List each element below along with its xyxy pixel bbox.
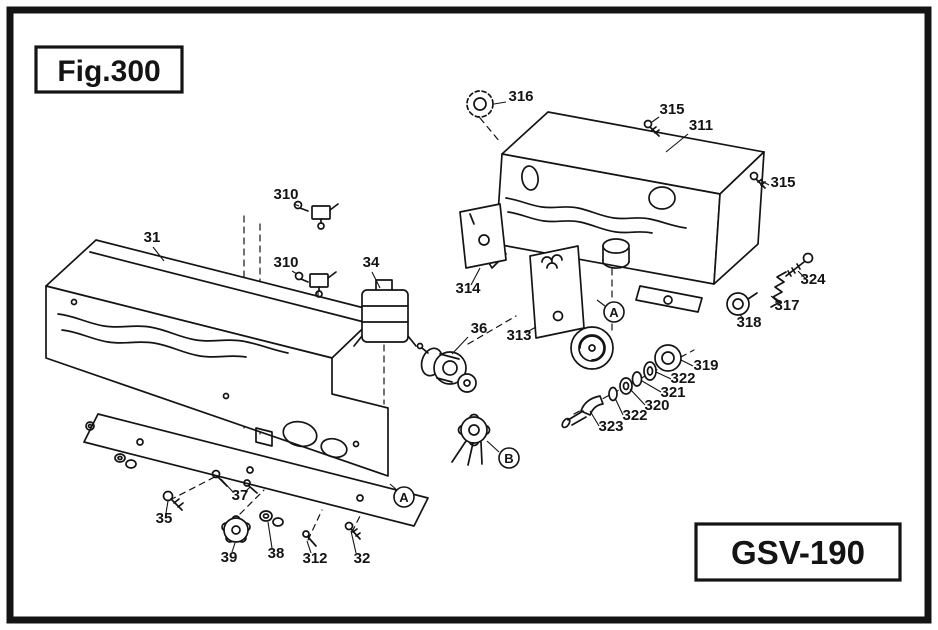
part-323-elbow (561, 395, 604, 429)
model-number-box: GSV-190 (694, 522, 902, 582)
label-320: 320 (644, 397, 669, 414)
part-fuel-valve (451, 413, 491, 466)
part-310-switch-lower (294, 271, 337, 298)
part-lower-bracket (83, 413, 429, 527)
part-314-plate (459, 203, 507, 269)
label-312: 312 (302, 550, 327, 567)
page-border (6, 6, 932, 624)
label-322-lower: 322 (622, 407, 647, 424)
label-321: 321 (660, 384, 685, 401)
part-35-screw (162, 490, 184, 511)
part-316-grommet (466, 90, 494, 118)
label-39: 39 (221, 549, 238, 566)
model-number: GSV-190 (731, 534, 865, 571)
callout-a-panel: A (393, 486, 415, 508)
part-36-carburetor (416, 342, 477, 393)
label-37: 37 (232, 487, 249, 504)
part-pulley (570, 326, 614, 370)
label-32: 32 (354, 550, 371, 567)
label-311: 311 (689, 117, 713, 134)
part-319-cap (654, 344, 682, 372)
label-38: 38 (268, 545, 285, 562)
part-left-hardware (85, 421, 137, 469)
callout-a-tank-label: A (609, 305, 619, 320)
label-322-upper: 322 (670, 370, 695, 387)
part-324-screw (785, 252, 814, 277)
part-311-fuel-tank (485, 111, 765, 313)
part-34-coil (353, 279, 417, 347)
label-315-right: 315 (770, 174, 795, 191)
callout-b-valve: B (498, 447, 520, 469)
label-318: 318 (736, 314, 761, 331)
part-39-cap (221, 515, 251, 543)
part-32-screw (344, 521, 361, 540)
label-35: 35 (156, 510, 173, 527)
part-315-bolt-top (643, 119, 660, 137)
label-31: 31 (144, 229, 161, 246)
part-312-screw (302, 530, 317, 547)
part-310-switch-upper (293, 200, 339, 230)
label-310-upper: 310 (273, 186, 298, 203)
callout-b-valve-label: B (504, 451, 513, 466)
label-313: 313 (506, 327, 531, 344)
label-34: 34 (363, 254, 380, 271)
part-washer-set (608, 361, 657, 402)
label-317: 317 (774, 297, 799, 314)
callout-a-panel-label: A (399, 490, 409, 505)
label-319: 319 (693, 357, 718, 374)
label-310-lower: 310 (273, 254, 298, 271)
label-314: 314 (455, 280, 481, 297)
label-315-top: 315 (659, 101, 684, 118)
label-36: 36 (471, 320, 488, 337)
figure-title-box: Fig.300 (34, 45, 184, 94)
view-callouts: A A B (393, 301, 625, 508)
part-labels: 31 310 310 34 36 316 315 311 315 314 313… (144, 88, 827, 567)
label-316: 316 (508, 88, 533, 105)
callout-a-tank: A (603, 301, 625, 323)
part-31-panel (45, 239, 389, 477)
part-318-knob (726, 292, 758, 316)
part-38-washers (259, 510, 284, 527)
label-323: 323 (598, 418, 623, 435)
part-313-bracket (529, 245, 585, 339)
figure-title: Fig.300 (57, 55, 160, 88)
label-324: 324 (800, 271, 826, 288)
part-317-spring (770, 271, 787, 308)
